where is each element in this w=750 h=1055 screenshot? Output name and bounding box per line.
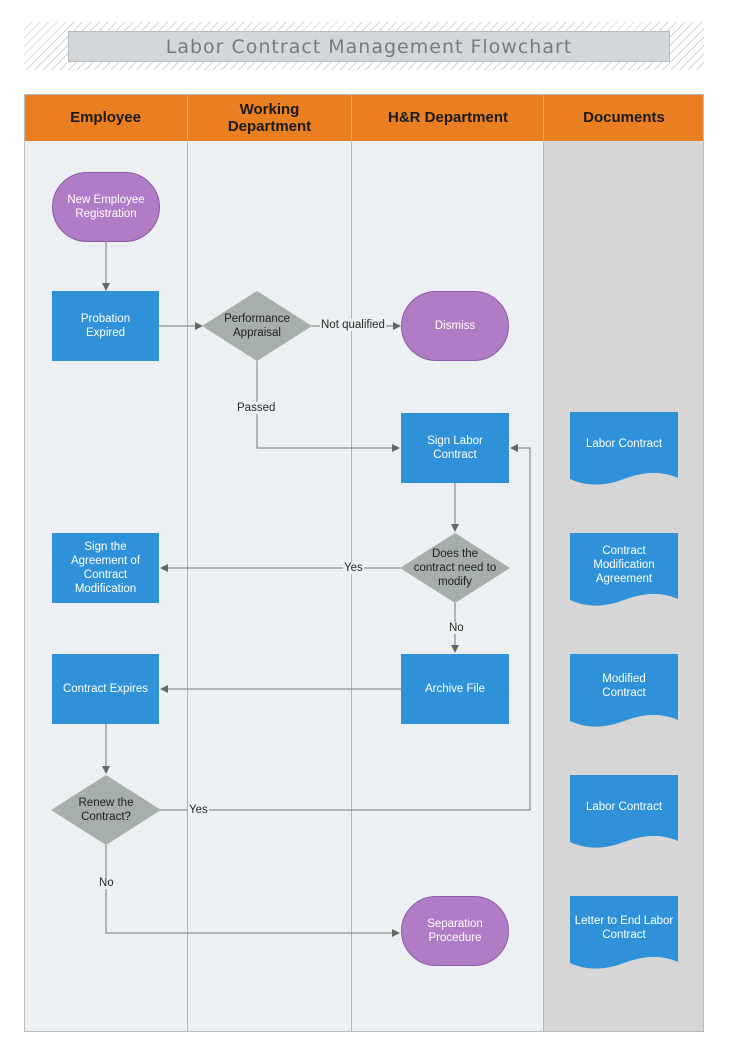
swimlane-pool-border	[24, 94, 704, 1032]
edge-renew-no	[105, 845, 400, 937]
process-contract-expires: Contract Expires	[52, 654, 159, 724]
process-label: Contract Expires	[62, 683, 148, 695]
decision-label-contract-modify: Does the contract need to modify	[413, 548, 497, 588]
process-sign-labor-contract: Sign Labor Contract	[401, 413, 509, 483]
document-label: Labor Contract	[585, 438, 663, 450]
decision-label-renew-contract: Renew the Contract?	[78, 797, 134, 823]
lane-header-working-department-label: Working Department	[227, 100, 312, 135]
process-label: Sign the Agreement of Contract Modificat…	[70, 541, 141, 595]
edge-label-passed: Passed	[236, 402, 277, 414]
terminator-label: Dismiss	[434, 320, 476, 332]
process-label: Sign Labor Contract	[427, 435, 483, 461]
document-shape	[570, 654, 678, 727]
edge-appraisal-to-sign-contract	[256, 361, 400, 452]
terminator-dismiss: Dismiss	[401, 291, 509, 361]
document-label: Labor Contract	[585, 801, 663, 813]
terminator-new-employee-registration: New Employee Registration	[52, 172, 160, 242]
edge-renew-yes	[160, 444, 531, 811]
document-label: Letter to End Labor Contract	[574, 915, 674, 941]
decision-label-performance-appraisal: Performance Appraisal	[224, 313, 290, 339]
lane-divider	[187, 94, 188, 1032]
decision-renew-contract	[51, 775, 161, 845]
document-shape	[570, 533, 678, 606]
edge-label-yes-modify: Yes	[343, 562, 364, 574]
terminator-label: New Employee Registration	[67, 194, 145, 220]
lane-divider	[543, 94, 544, 1032]
process-label: Probation Expired	[80, 313, 131, 339]
lane-header-working-department: Working Department	[187, 94, 352, 141]
document-shape	[570, 412, 678, 485]
document-shape	[570, 896, 678, 969]
process-probation-expired: Probation Expired	[52, 291, 159, 361]
edge-label-no-modify: No	[448, 622, 465, 634]
decision-contract-modify	[400, 533, 510, 603]
lane-header-employee: Employee	[24, 94, 187, 141]
process-label: Archive File	[424, 683, 486, 695]
edge-label-not-qualified: Not qualified	[320, 319, 386, 331]
edge-label-yes-renew: Yes	[188, 804, 209, 816]
process-sign-agreement: Sign the Agreement of Contract Modificat…	[52, 533, 159, 603]
decision-performance-appraisal	[202, 291, 312, 361]
document-shape	[570, 775, 678, 848]
terminator-label: Separation Procedure	[427, 918, 483, 944]
edge-label-no-renew: No	[98, 877, 115, 889]
page-title: Labor Contract Management Flowchart	[68, 31, 670, 62]
terminator-separation-procedure: Separation Procedure	[401, 896, 509, 966]
lane-working-department: Working Department	[187, 94, 352, 1032]
lane-header-hr-department: H&R Department	[352, 94, 544, 141]
document-label: Modified Contract	[602, 673, 646, 699]
lane-header-documents: Documents	[544, 94, 704, 141]
process-archive-file: Archive File	[401, 654, 509, 724]
document-label: Contract Modification Agreement	[593, 545, 655, 585]
